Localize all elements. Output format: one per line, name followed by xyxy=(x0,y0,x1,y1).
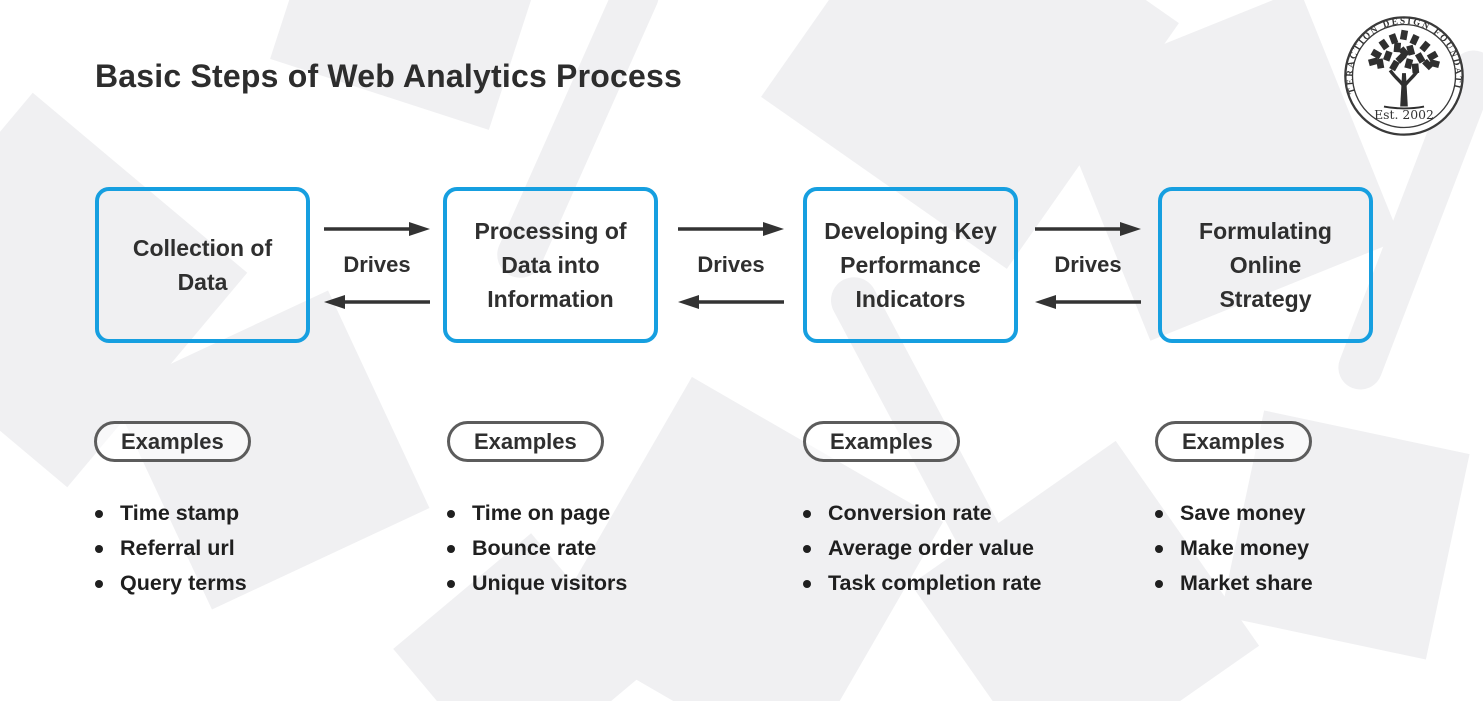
list-item: Task completion rate xyxy=(803,569,1041,598)
bullet-icon xyxy=(95,509,103,518)
examples-pill-3: Examples xyxy=(803,421,960,462)
list-item-label: Time on page xyxy=(472,501,611,525)
connector-2: Drives xyxy=(678,187,784,343)
page-title: Basic Steps of Web Analytics Process xyxy=(95,58,682,94)
examples-pill-4: Examples xyxy=(1155,421,1312,462)
list-item-label: Make money xyxy=(1180,536,1310,560)
arrow-left-icon xyxy=(324,295,430,309)
list-item: Query terms xyxy=(95,569,247,598)
list-item-label: Conversion rate xyxy=(828,501,992,525)
bullet-icon xyxy=(803,509,811,518)
bullet-icon xyxy=(447,579,455,588)
list-item-label: Average order value xyxy=(828,536,1034,560)
list-item-label: Bounce rate xyxy=(472,536,597,560)
list-item-label: Query terms xyxy=(120,571,247,595)
bullet-icon xyxy=(803,544,811,553)
list-item-label: Save money xyxy=(1180,501,1306,525)
examples-pill-1: Examples xyxy=(94,421,251,462)
step-box-formulating-strategy: Formulating Online Strategy xyxy=(1158,187,1373,343)
list-item: Conversion rate xyxy=(803,499,1041,528)
list-item: Time stamp xyxy=(95,499,247,528)
drives-label: Drives xyxy=(697,252,765,277)
bullet-icon xyxy=(1155,579,1163,588)
tree-icon xyxy=(1368,29,1440,107)
step-box-collection-of-data: Collection of Data xyxy=(95,187,310,343)
bullet-icon xyxy=(1155,544,1163,553)
examples-list-developing-kpis: Conversion rate Average order value Task… xyxy=(803,499,1041,604)
examples-pill-label: Examples xyxy=(121,428,224,454)
list-item: Market share xyxy=(1155,569,1313,598)
list-item: Average order value xyxy=(803,534,1041,563)
arrow-right-icon xyxy=(324,222,430,236)
drives-label: Drives xyxy=(343,252,411,277)
connector-3: Drives xyxy=(1035,187,1141,343)
list-item-label: Task completion rate xyxy=(828,571,1042,595)
step-label: Collection of Data xyxy=(132,235,273,295)
examples-list-formulating-strategy: Save money Make money Market share xyxy=(1155,499,1313,604)
examples-list-processing-data: Time on page Bounce rate Unique visitors xyxy=(447,499,627,604)
interaction-design-foundation-logo-icon: INTERACTION DESIGN FOUNDATION xyxy=(1342,14,1464,136)
step-label: Processing of Data into Information xyxy=(474,218,627,312)
list-item-label: Time stamp xyxy=(120,501,240,525)
list-item: Time on page xyxy=(447,499,627,528)
connector-1: Drives xyxy=(324,187,430,343)
step-box-processing-data: Processing of Data into Information xyxy=(443,187,658,343)
examples-pill-label: Examples xyxy=(830,428,933,454)
arrow-right-icon xyxy=(1035,222,1141,236)
step-label: Developing Key Performance Indicators xyxy=(824,218,997,312)
bullet-icon xyxy=(95,579,103,588)
examples-list-collection-of-data: Time stamp Referral url Query terms xyxy=(95,499,247,604)
bullet-icon xyxy=(95,544,103,553)
arrow-left-icon xyxy=(678,295,784,309)
arrow-left-icon xyxy=(1035,295,1141,309)
list-item-label: Unique visitors xyxy=(472,571,628,595)
bullet-icon xyxy=(447,509,455,518)
bullet-icon xyxy=(1155,509,1163,518)
list-item: Bounce rate xyxy=(447,534,627,563)
bullet-icon xyxy=(803,579,811,588)
step-box-developing-kpis: Developing Key Performance Indicators xyxy=(803,187,1018,343)
list-item-label: Referral url xyxy=(120,536,235,560)
step-label: Formulating Online Strategy xyxy=(1199,218,1332,312)
list-item: Unique visitors xyxy=(447,569,627,598)
bullet-icon xyxy=(447,544,455,553)
list-item: Save money xyxy=(1155,499,1313,528)
logo-est-text: Est. 2002 xyxy=(1374,107,1434,122)
examples-pill-label: Examples xyxy=(1182,428,1285,454)
list-item: Make money xyxy=(1155,534,1313,563)
examples-pill-2: Examples xyxy=(447,421,604,462)
examples-pill-label: Examples xyxy=(474,428,577,454)
arrow-right-icon xyxy=(678,222,784,236)
list-item: Referral url xyxy=(95,534,247,563)
drives-label: Drives xyxy=(1054,252,1122,277)
list-item-label: Market share xyxy=(1180,571,1313,595)
